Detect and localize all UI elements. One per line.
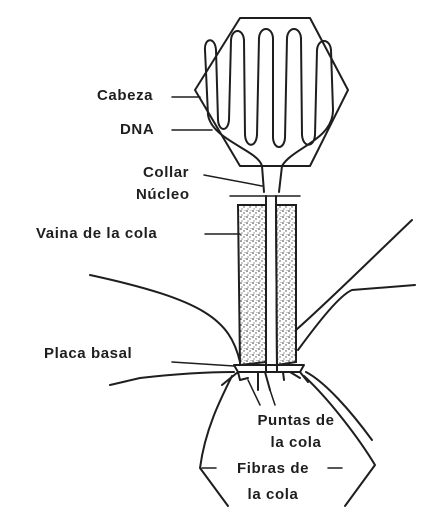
tail-pins [222, 372, 308, 390]
label-fibras-line2: la cola [218, 486, 328, 504]
tail-sheath-left [238, 205, 266, 365]
label-dna: DNA [120, 121, 154, 139]
collar [262, 166, 282, 192]
label-nucleo: Núcleo [136, 186, 190, 204]
label-collar: Collar [143, 164, 189, 182]
leader-puntas [248, 380, 275, 405]
label-fibras-line1: Fibras de [218, 460, 328, 478]
base-plate [234, 365, 304, 372]
tail-fiber-right-upper-2 [296, 220, 412, 330]
leader-placa [172, 362, 234, 366]
label-vaina: Vaina de la cola [36, 225, 157, 243]
label-cabeza: Cabeza [97, 87, 153, 105]
leader-collar [204, 175, 262, 186]
tail-sheath-right [276, 205, 296, 365]
tail-fiber-left-lower [110, 372, 234, 385]
tail-fiber-right-upper [298, 285, 415, 350]
label-placa: Placa basal [44, 345, 132, 363]
label-puntas-line1: Puntas de [248, 412, 344, 430]
label-puntas-line2: la cola [248, 434, 344, 452]
dna-strand [205, 29, 333, 166]
